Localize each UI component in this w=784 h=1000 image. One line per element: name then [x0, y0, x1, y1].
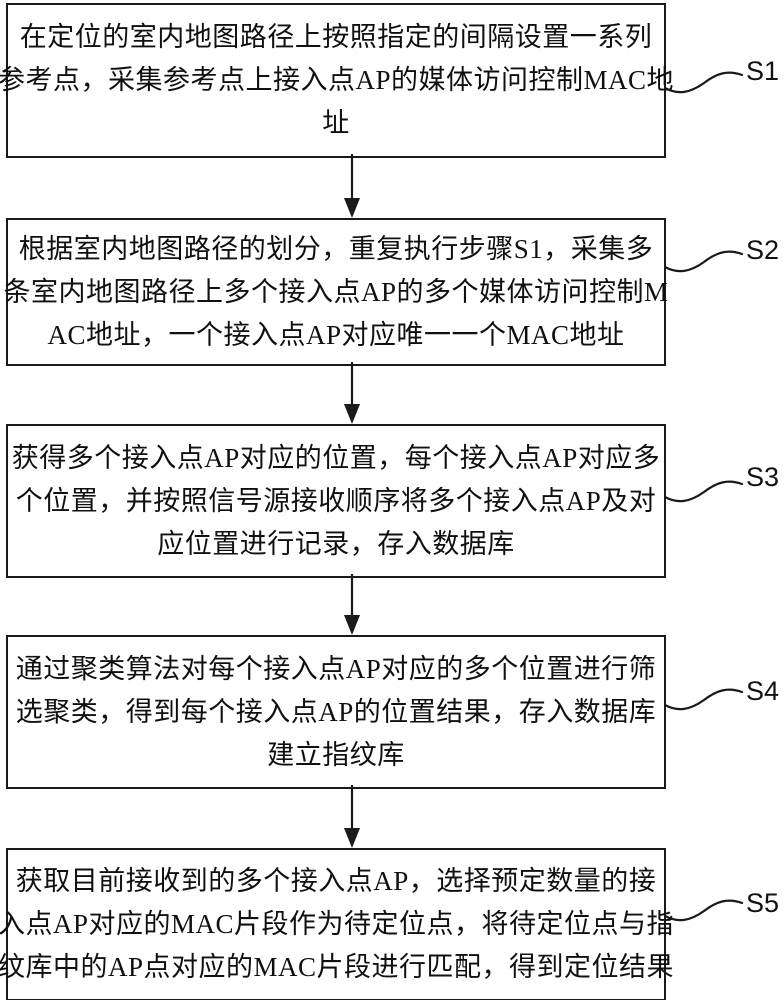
- step-text-line: 址: [322, 108, 350, 138]
- step-connector-squiggle: [664, 899, 744, 922]
- step-text-line: 在定位的室内地图路径上按照指定的间隔设置一系列: [19, 22, 653, 52]
- step-connector-squiggle: [664, 71, 744, 94]
- step-text-line: 获取目前接收到的多个接入点AP，选择预定数量的接: [15, 866, 657, 896]
- step-text-line: 根据室内地图路径的划分，重复执行步骤S1，采集多: [18, 233, 654, 264]
- down-arrow-icon: [344, 785, 360, 848]
- step-text-line: 入点AP对应的MAC片段作为待定位点，将待定位点与指: [0, 909, 675, 939]
- step-text-line: 建立指纹库: [267, 739, 405, 770]
- step-connector-squiggle: [664, 480, 744, 503]
- step-connector-squiggle: [664, 250, 744, 273]
- step-text-line: 通过聚类算法对每个接入点AP对应的多个位置进行筛: [15, 653, 657, 684]
- step-text-line: 条室内地图路径上多个接入点AP的多个媒体访问控制M: [3, 276, 669, 307]
- step-text-line: AC地址，一个接入点AP对应唯一一个MAC地址: [47, 319, 625, 350]
- step-box-s2: 根据室内地图路径的划分，重复执行步骤S1，采集多 条室内地图路径上多个接入点AP…: [3, 218, 669, 366]
- step-label-s1: S1: [746, 56, 780, 86]
- step-text-line: 个位置，并按照信号源接收顺序将多个接入点AP及对: [15, 485, 657, 516]
- step-text-line: 参考点，采集参考点上接入点AP的媒体访问控制MAC地: [0, 65, 675, 95]
- step-text-line: 选聚类，得到每个接入点AP的位置结果，存入数据库: [15, 696, 657, 727]
- step-label-s4: S4: [746, 676, 780, 706]
- down-arrow-icon: [344, 574, 360, 635]
- step-box-s1: 在定位的室内地图路径上按照指定的间隔设置一系列 参考点，采集参考点上接入点AP的…: [0, 3, 674, 158]
- down-arrow-icon: [344, 362, 360, 424]
- step-text-line: 获得多个接入点AP对应的位置，每个接入点AP对应多: [11, 442, 661, 473]
- step-box-s4: 通过聚类算法对每个接入点AP对应的多个位置进行筛 选聚类，得到每个接入点AP的位…: [6, 635, 666, 789]
- step-connector-squiggle: [664, 688, 744, 711]
- step-text-line: 纹库中的AP点对应的MAC片段进行匹配，得到定位结果: [0, 952, 675, 982]
- step-text-line: 应位置进行记录，存入数据库: [157, 528, 515, 559]
- step-label-s2: S2: [746, 235, 780, 265]
- step-label-s5: S5: [746, 888, 780, 918]
- step-label-s3: S3: [746, 462, 780, 492]
- down-arrow-icon: [344, 154, 360, 218]
- step-box-s3: 获得多个接入点AP对应的位置，每个接入点AP对应多 个位置，并按照信号源接收顺序…: [6, 424, 666, 578]
- step-box-s5: 获取目前接收到的多个接入点AP，选择预定数量的接 入点AP对应的MAC片段作为待…: [0, 848, 674, 1000]
